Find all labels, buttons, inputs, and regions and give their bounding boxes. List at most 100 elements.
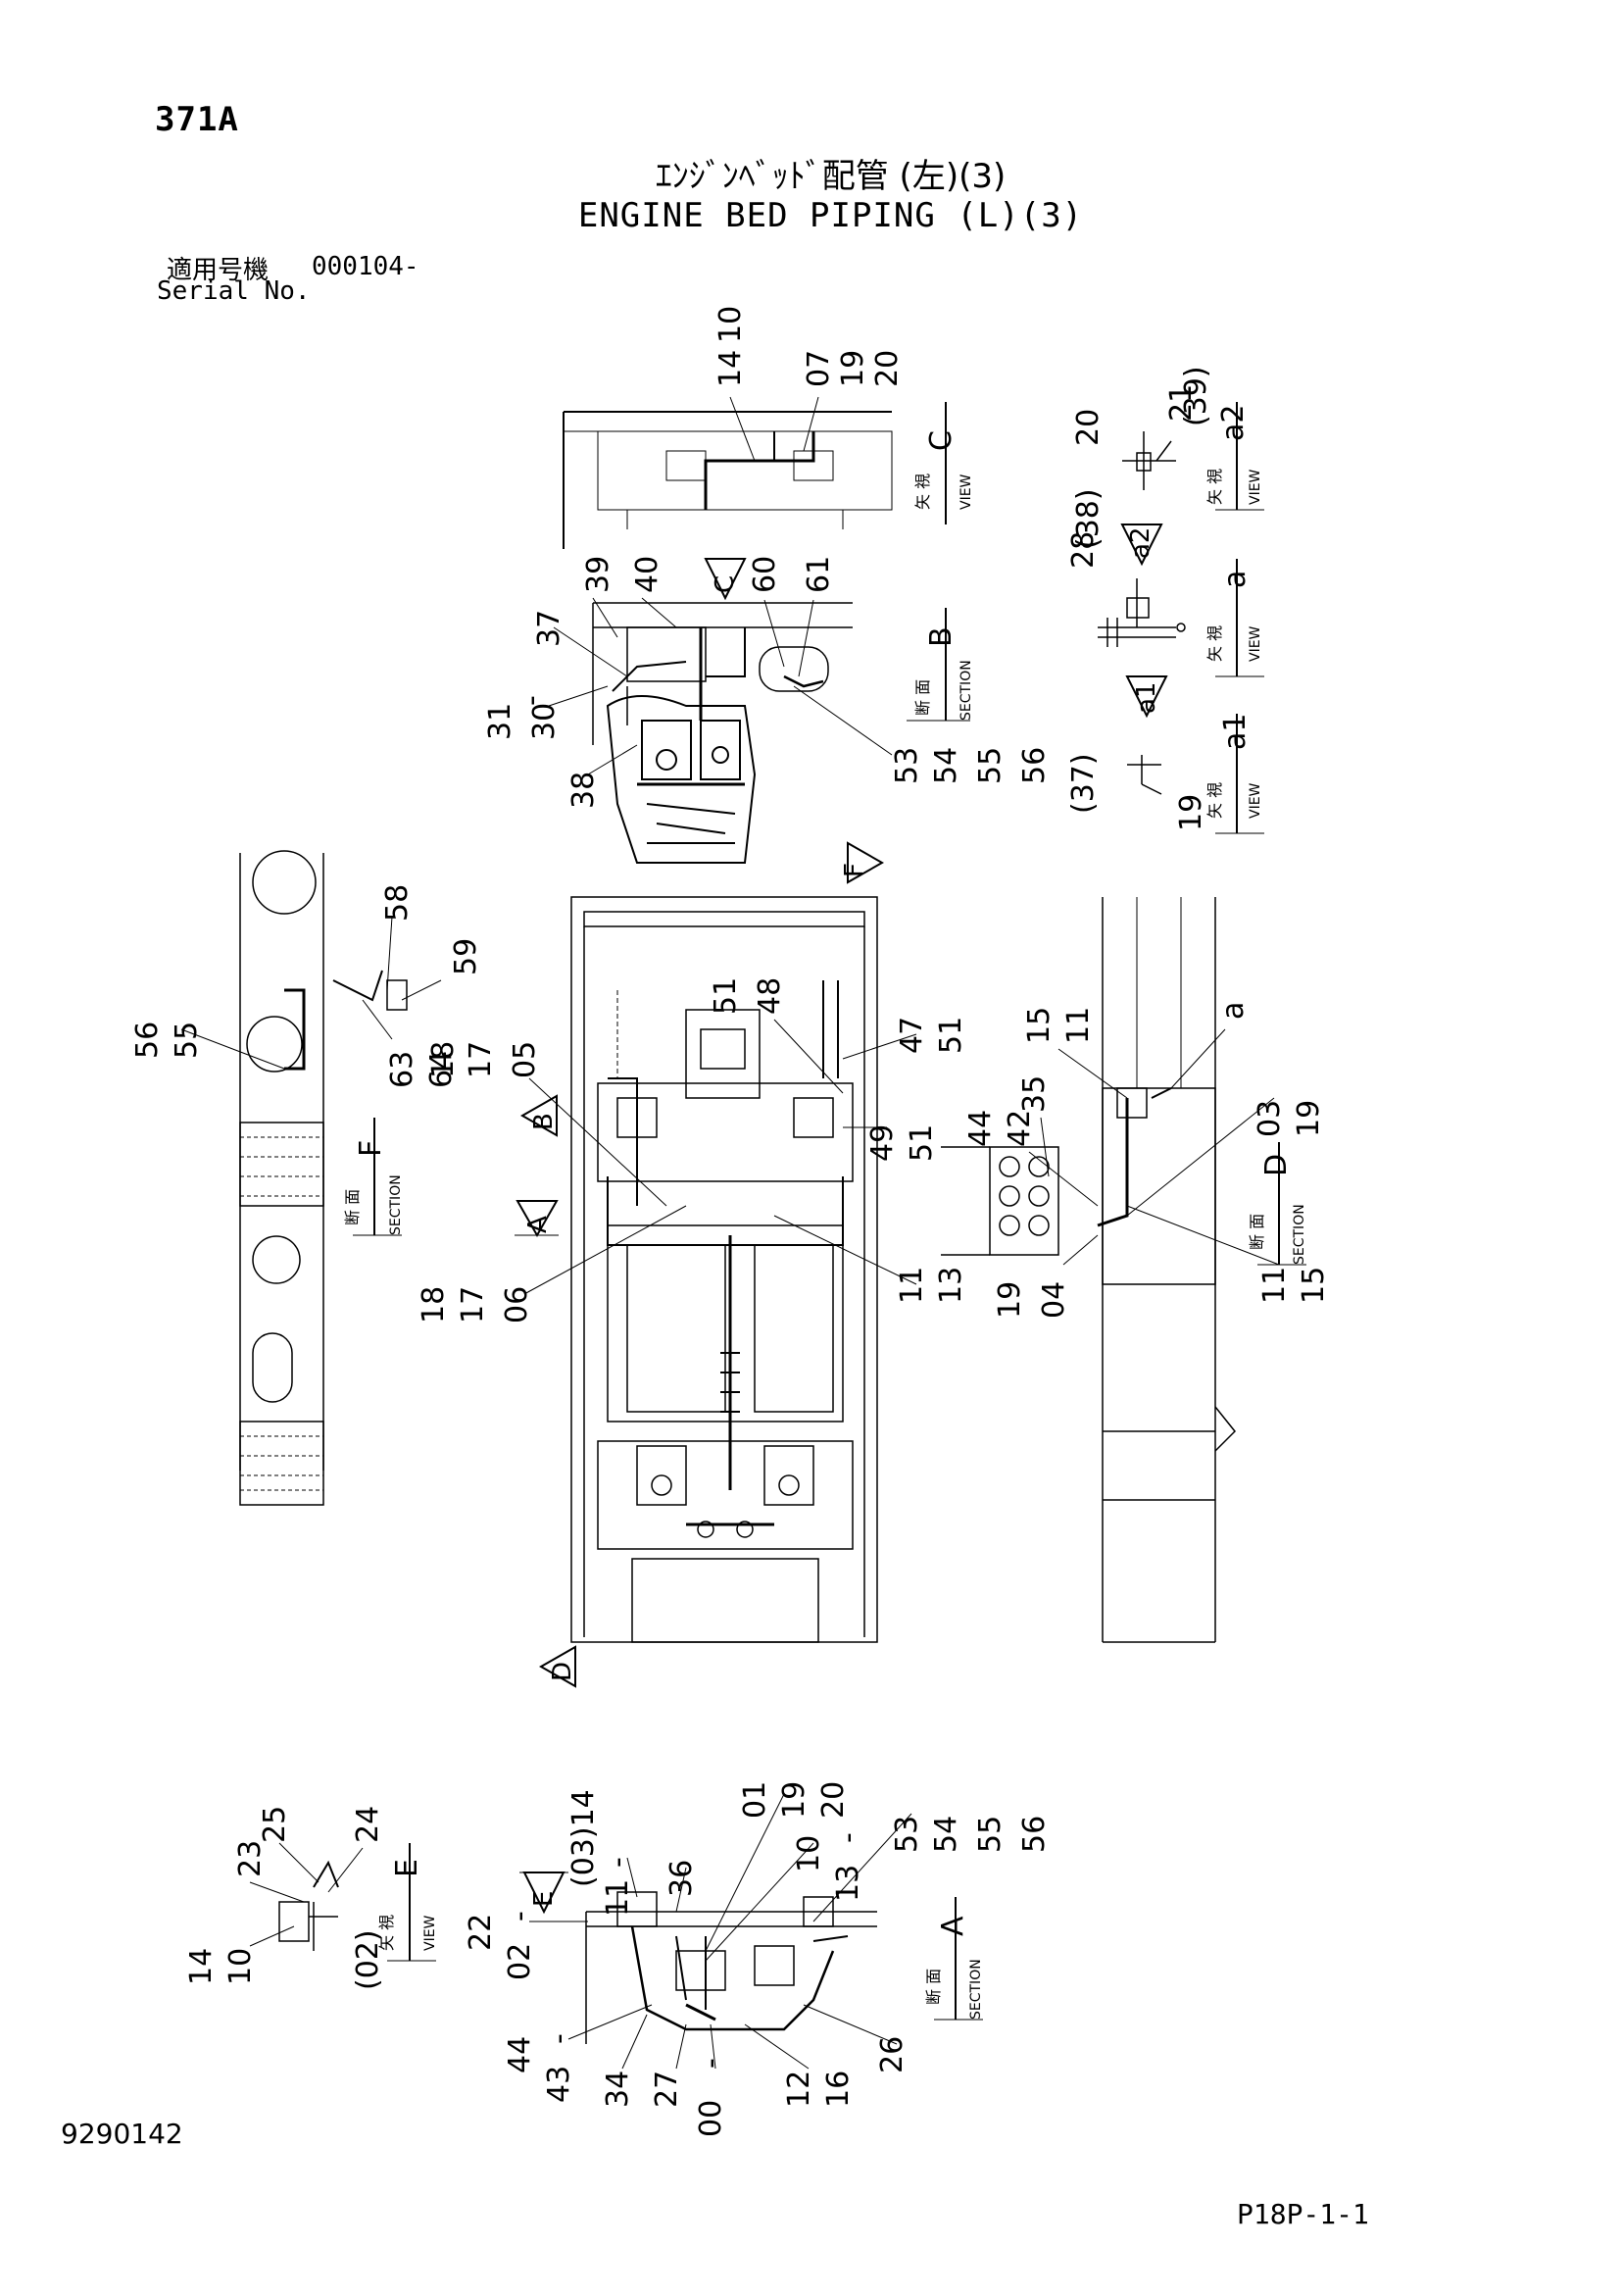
callout-label: 17 <box>464 1041 498 1078</box>
callout-label: 28 <box>1066 531 1101 569</box>
callout-label: a <box>1216 1002 1251 1020</box>
callout-label: 35 <box>1017 1075 1052 1113</box>
svg-text:-: - <box>601 1857 635 1868</box>
callout-label: 11 <box>895 1267 929 1304</box>
section-b-drawing <box>592 602 853 864</box>
section-a-label: 断 面 SECTION A <box>924 1897 984 2021</box>
callout-label: SECTION <box>1292 1204 1307 1265</box>
svg-text:-: - <box>694 2058 728 2069</box>
callout-label: 60 <box>748 556 782 593</box>
section-d-label: 断 面 SECTION D <box>1248 1142 1307 1266</box>
callout-label: A <box>523 1216 553 1233</box>
callout-label: 59 <box>449 938 483 975</box>
view-c-drawing <box>563 411 893 549</box>
callout-label: 23 <box>233 1840 268 1877</box>
callout-label: SECTION <box>958 660 974 721</box>
callout-label: 42 <box>1003 1110 1037 1147</box>
callout-label: 56 <box>1017 1816 1052 1853</box>
callout-label: 39 <box>581 556 615 593</box>
callout-label: 56 <box>1017 747 1052 784</box>
callout-label: 31 <box>483 703 517 740</box>
callout-label: 49 <box>865 1124 900 1162</box>
callout-label: a1 <box>1218 714 1253 750</box>
callout-label: 61 <box>802 556 836 593</box>
callout-label: a2 <box>1126 527 1155 559</box>
callout-label: 00 <box>694 2100 728 2137</box>
sheet-number: P18P-1-1 <box>1237 2198 1369 2230</box>
view-c-label: 矢 視 VIEW C <box>913 402 974 524</box>
callout-label: 矢 視 <box>1205 625 1224 662</box>
callout-label: VIEW <box>958 474 974 510</box>
callout-label: 51 <box>709 977 743 1015</box>
callout-label: 10 <box>792 1835 826 1872</box>
section-a-drawing <box>585 1891 877 2044</box>
callout-label: E <box>390 1859 424 1877</box>
callout: 10 <box>713 306 748 343</box>
view-e-drawing <box>278 1860 339 1951</box>
callout-label: F <box>840 863 869 877</box>
callout-label: 18 <box>426 1041 461 1078</box>
title-english: ENGINE BED PIPING (L)(3) <box>577 196 1084 235</box>
callout-label: 矢 視 <box>1205 469 1224 505</box>
callout-label: 53 <box>890 1816 924 1853</box>
callout-label: 矢 視 <box>377 1915 396 1951</box>
document-number: 9290142 <box>61 2118 183 2150</box>
callout-label: 04 <box>1037 1281 1071 1319</box>
callout-label: 25 <box>258 1806 292 1843</box>
callout-label: 05 <box>508 1041 542 1078</box>
callout-label: B <box>529 1113 559 1130</box>
callout-label: 10 <box>223 1948 258 1985</box>
callout-label: 34 <box>601 2071 635 2108</box>
callout-label: E <box>529 1891 559 1907</box>
callout-label: 14 <box>184 1948 219 1985</box>
callout-label: 43 <box>542 2066 576 2103</box>
callout-label: 54 <box>929 1816 963 1853</box>
callout-label: 11 <box>601 1879 635 1917</box>
callout-label: 54 <box>929 747 963 784</box>
view-c-callouts: 14 10 07 19 20 <box>713 306 905 387</box>
callout-label: 55 <box>170 1022 204 1059</box>
callout-label: 19 <box>993 1281 1027 1319</box>
callout-label: (02) <box>351 1929 385 1990</box>
callout-label: a2 <box>1216 405 1251 441</box>
callout-label: 55 <box>973 1816 1008 1853</box>
callout: 20 <box>870 350 905 387</box>
callout-label: (03)14 <box>566 1789 601 1887</box>
callout-label: 断 面 <box>913 679 932 716</box>
section-f-drawing <box>239 850 408 1506</box>
callout-label: 24 <box>351 1806 385 1843</box>
callout-label: 51 <box>905 1124 939 1162</box>
arrow-e: E <box>519 1872 568 1915</box>
view-a-label: 矢 視 VIEW a <box>1205 559 1264 677</box>
callout-label: 30 <box>527 703 562 740</box>
serial-label-english: Serial No. <box>157 276 311 306</box>
callout-label: VIEW <box>422 1915 438 1951</box>
arrow-a1: a1 <box>1125 675 1168 719</box>
callout-label: (37) <box>1066 753 1101 814</box>
svg-text:-: - <box>831 1832 865 1843</box>
callout-label: 22 <box>464 1914 498 1951</box>
arrow-c: C <box>704 558 747 601</box>
svg-text:-: - <box>503 1911 537 1922</box>
view-a2-label: 矢 視 VIEW a2 <box>1205 402 1264 511</box>
serial-label-japanese: 適用号機 <box>167 256 270 285</box>
callout: 14 <box>713 350 748 387</box>
callout: 19 <box>836 350 870 387</box>
view-a1-label: 矢 視 VIEW a1 <box>1205 714 1264 834</box>
view-a1-drawing <box>1127 755 1162 795</box>
callout-label: 03 <box>1253 1100 1287 1137</box>
callout-label: 37 <box>532 610 566 647</box>
callout-label: 02 <box>503 1943 537 1980</box>
callout-label: 20 <box>1071 409 1106 446</box>
serial-value: 000104- <box>312 252 419 281</box>
callout-label: 47 <box>895 1017 929 1054</box>
callout-label: 15 <box>1022 1007 1057 1044</box>
callout-label: 27 <box>650 2071 684 2108</box>
callout-label: 16 <box>821 2071 856 2108</box>
callout-label: 断 面 <box>1248 1214 1266 1250</box>
view-a-drawing <box>1098 578 1186 647</box>
callout-label: 36 <box>664 1860 699 1897</box>
callout-label: 矢 視 <box>1205 782 1224 819</box>
callout-label: VIEW <box>1248 782 1263 819</box>
section-f-label: 断 面 SECTION F <box>343 1118 404 1236</box>
